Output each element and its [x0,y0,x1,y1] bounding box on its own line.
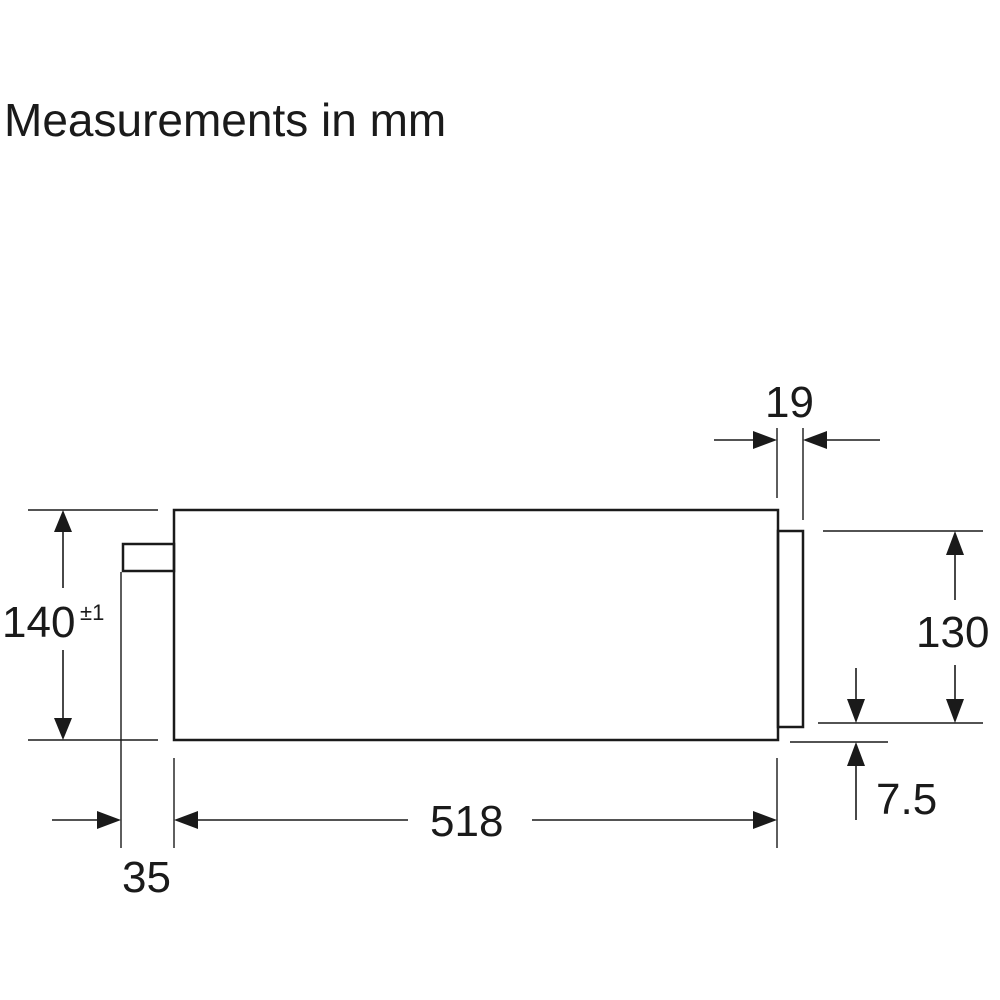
depth-dimension: 518 [174,758,778,848]
rear-connector [121,542,176,573]
front-thickness-value: 19 [765,378,814,427]
bottom-offset-value: 7.5 [876,775,937,824]
arrow-left [174,811,198,829]
bottom-offset-dimension: 7.5 [790,668,937,824]
arrow-down [946,699,964,723]
arrow-up [54,510,72,532]
height-tolerance: ±1 [80,600,104,625]
arrow-right [753,811,777,829]
height-dimension: 140 ±1 [2,509,158,741]
depth-value: 518 [430,797,503,846]
front-panel [776,529,805,729]
arrow-left [803,431,827,449]
arrow-down [847,699,865,723]
arrow-right [97,811,121,829]
arrow-up [847,742,865,766]
appliance-body [172,508,780,742]
arrow-down [54,718,72,740]
arrow-right [753,431,777,449]
connector-dimension: 35 [52,572,175,902]
arrow-up [946,531,964,555]
height-value: 140 [2,598,75,647]
front-height-dimension: 130 [818,530,989,724]
front-height-value: 130 [916,608,989,657]
connector-value: 35 [122,853,171,902]
front-thickness-dimension: 19 [714,378,880,520]
drawing-title: Measurements in mm [4,94,446,146]
